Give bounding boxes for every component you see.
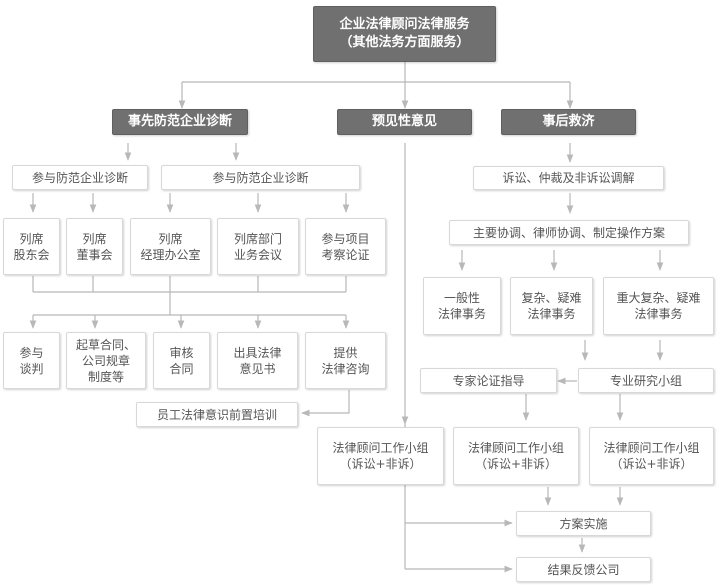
legal-team-3: 法律顾问工作小组 （诉讼+非诉）	[589, 427, 714, 485]
legal-consult-line-2: 法律咨询	[321, 361, 370, 376]
attend-manager-line-1: 列席	[158, 231, 183, 246]
coordination-node: 主要协调、律师协调、制定操作方案	[449, 220, 689, 245]
negotiation-line-1: 参与	[19, 345, 44, 360]
negotiation-line-2: 谈判	[19, 361, 44, 376]
attend-dept-node: 列席部门 业务会议	[217, 218, 299, 275]
legal-team-2-line-2: （诉讼+非诉）	[474, 457, 558, 471]
legal-opinion-line-2: 意见书	[239, 361, 276, 376]
legal-consult-node: 提供 法律咨询	[305, 332, 386, 389]
branch-remedy-label: 事后救济	[542, 114, 595, 129]
attend-shareholders-node: 列席 股东会	[3, 218, 60, 275]
attend-board-node: 列席 董事会	[66, 218, 123, 275]
general-affairs-node: 一般性 法律事务	[423, 277, 501, 335]
complex-affairs-line-1: 复杂、疑难	[521, 291, 582, 305]
project-review-node: 参与项目 考察论证	[305, 218, 386, 275]
disputes-node: 诉讼、仲裁及非诉讼调解	[473, 166, 664, 190]
feedback-label: 结果反馈公司	[547, 562, 620, 577]
drafting-line-3: 制度等	[87, 369, 124, 384]
prevention-group-a-label: 参与防范企业诊断	[31, 170, 128, 185]
general-affairs-line-2: 法律事务	[437, 307, 486, 321]
legal-team-3-line-2: （诉讼+非诉）	[610, 457, 693, 471]
attend-dept-line-2: 业务会议	[233, 247, 282, 262]
branch-remedy: 事后救济	[501, 109, 636, 135]
major-affairs-node: 重大复杂、疑难 法律事务	[603, 277, 714, 335]
complex-affairs-node: 复杂、疑难 法律事务	[510, 277, 593, 335]
complex-affairs-line-2: 法律事务	[527, 307, 576, 321]
legal-team-3-line-1: 法律顾问工作小组	[603, 441, 700, 455]
drafting-node: 起草合同、 公司规章 制度等	[66, 332, 146, 389]
drafting-line-2: 公司规章	[81, 353, 130, 368]
branch-opinion-label: 预见性意见	[371, 114, 437, 129]
general-affairs-line-1: 一般性	[443, 291, 480, 305]
root-line-1: 企业法律顾问法律服务	[339, 17, 470, 32]
legal-team-1-line-1: 法律顾问工作小组	[332, 441, 429, 455]
branch-prevention-label: 事先防范企业诊断	[127, 114, 232, 129]
prevention-group-b: 参与防范企业诊断	[161, 165, 360, 190]
legal-team-2-line-1: 法律顾问工作小组	[467, 441, 564, 455]
attend-board-line-1: 列席	[82, 231, 107, 246]
implementation-label: 方案实施	[559, 516, 608, 531]
legal-opinion-line-1: 出具法律	[233, 345, 282, 360]
disputes-label: 诉讼、仲裁及非诉讼调解	[502, 171, 635, 185]
prevention-group-b-label: 参与防范企业诊断	[212, 170, 309, 185]
training-node: 员工法律意识前置培训	[136, 402, 298, 427]
contract-review-node: 审核 合同	[153, 332, 210, 389]
attend-shareholders-line-2: 股东会	[13, 247, 50, 262]
training-label: 员工法律意识前置培训	[156, 407, 277, 422]
major-affairs-line-2: 法律事务	[634, 307, 683, 321]
feedback-node: 结果反馈公司	[516, 557, 651, 582]
coordination-label: 主要协调、律师协调、制定操作方案	[472, 225, 665, 240]
project-review-line-1: 参与项目	[321, 231, 370, 246]
legal-opinion-node: 出具法律 意见书	[217, 332, 298, 389]
root-line-2: （其他法务方面服务）	[339, 35, 470, 50]
legal-team-2: 法律顾问工作小组 （诉讼+非诉）	[453, 427, 579, 485]
contract-review-line-2: 合同	[169, 361, 194, 376]
legal-team-1-line-2: （诉讼+非诉）	[339, 457, 422, 471]
research-team-label: 专业研究小组	[609, 373, 682, 388]
expert-guidance-node: 专家论证指导	[420, 368, 557, 393]
attend-manager-line-2: 经理办公室	[140, 247, 201, 262]
research-team-node: 专业研究小组	[578, 368, 714, 393]
major-affairs-line-1: 重大复杂、疑难	[616, 291, 701, 305]
drafting-line-1: 起草合同、	[75, 337, 136, 352]
project-review-line-2: 考察论证	[321, 247, 370, 262]
branch-prevention: 事先防范企业诊断	[112, 109, 248, 135]
legal-team-1: 法律顾问工作小组 （诉讼+非诉）	[317, 427, 444, 485]
contract-review-line-1: 审核	[169, 345, 194, 360]
expert-guidance-label: 专家论证指导	[452, 373, 525, 388]
attend-manager-node: 列席 经理办公室	[130, 218, 211, 275]
attend-board-line-2: 董事会	[76, 247, 113, 262]
implementation-node: 方案实施	[516, 511, 651, 536]
attend-shareholders-line-1: 列席	[19, 231, 44, 246]
root-node: 企业法律顾问法律服务 （其他法务方面服务）	[313, 6, 496, 62]
attend-dept-line-1: 列席部门	[233, 231, 282, 246]
legal-consult-line-1: 提供	[333, 345, 358, 360]
branch-opinion: 预见性意见	[337, 109, 472, 135]
prevention-group-a: 参与防范企业诊断	[12, 165, 148, 190]
negotiation-node: 参与 谈判	[3, 332, 60, 389]
